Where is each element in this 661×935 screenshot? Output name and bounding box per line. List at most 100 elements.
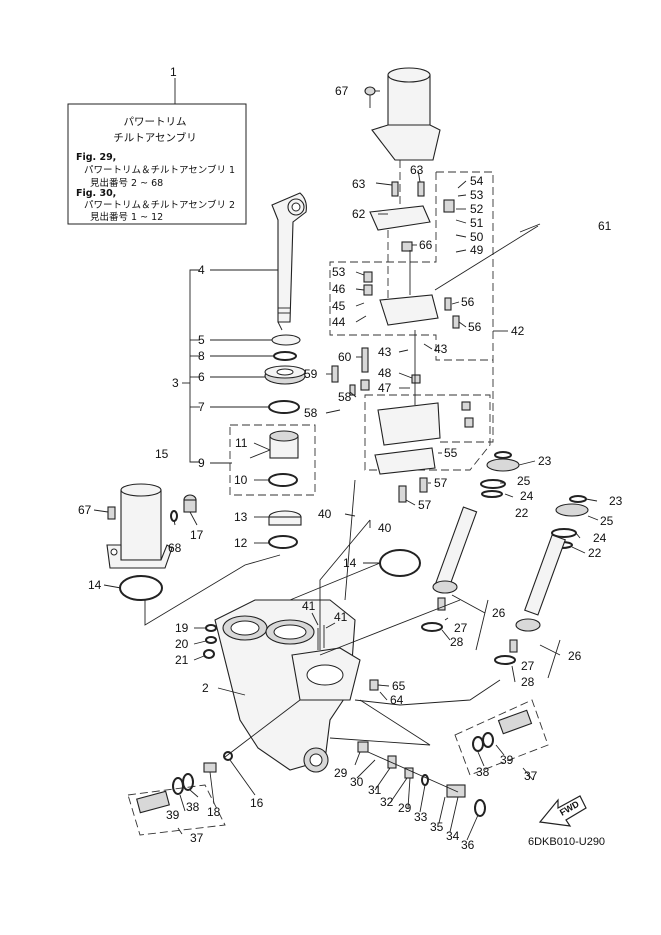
fwd-arrow: FWD bbox=[538, 795, 587, 827]
callout-45: 45 bbox=[332, 299, 346, 313]
callout-34: 34 bbox=[446, 829, 460, 843]
callout-53-left: 53 bbox=[332, 265, 346, 279]
callout-63-right: 63 bbox=[410, 163, 424, 177]
callout-59: 59 bbox=[304, 367, 318, 381]
callout-41-left: 41 bbox=[302, 599, 316, 613]
reservoir bbox=[106, 483, 197, 569]
callout-27-left: 27 bbox=[454, 621, 468, 635]
callout-57-top: 57 bbox=[434, 476, 448, 490]
assembly-lines bbox=[144, 160, 539, 793]
callout-60: 60 bbox=[338, 350, 352, 364]
callout-58-left: 58 bbox=[304, 406, 318, 420]
pump-plates bbox=[331, 181, 541, 503]
callout-22-top: 22 bbox=[515, 506, 529, 520]
callout-61: 61 bbox=[598, 219, 612, 233]
callout-31: 31 bbox=[368, 783, 382, 797]
callout-11: 11 bbox=[235, 436, 248, 450]
callout-14-right: 14 bbox=[343, 556, 357, 570]
callout-28-left: 28 bbox=[450, 635, 464, 649]
callout-65: 65 bbox=[392, 679, 406, 693]
callout-9: 9 bbox=[198, 456, 205, 470]
callout-21: 21 bbox=[175, 653, 189, 667]
callout-38-right: 38 bbox=[476, 765, 490, 779]
info-box-ref2-label: Fig. 30, bbox=[76, 188, 116, 199]
callout-29-left: 29 bbox=[334, 766, 348, 780]
callout-37-right: 37 bbox=[524, 769, 538, 783]
callout-37-left: 37 bbox=[190, 831, 204, 845]
callout-4: 4 bbox=[198, 263, 205, 277]
callout-48: 48 bbox=[378, 366, 392, 380]
callout-62: 62 bbox=[352, 207, 366, 221]
callout-63-left: 63 bbox=[352, 177, 366, 191]
callout-40-right: 40 bbox=[378, 521, 392, 535]
callout-39-right: 39 bbox=[500, 753, 514, 767]
callout-15: 15 bbox=[155, 447, 169, 461]
callout-12: 12 bbox=[234, 536, 248, 550]
callout-3: 3 bbox=[172, 376, 179, 390]
callout-43-left: 43 bbox=[378, 345, 392, 359]
callout-50: 50 bbox=[470, 230, 484, 244]
info-box-ref1-range: 見出番号 2 ~ 68 bbox=[90, 177, 163, 189]
callout-56-top: 56 bbox=[461, 295, 475, 309]
callout-24-top: 24 bbox=[520, 489, 534, 503]
callout-numbers: 1 4 5 8 3 6 7 9 11 10 13 12 15 67 68 17 … bbox=[78, 65, 623, 852]
callout-16: 16 bbox=[250, 796, 264, 810]
tilt-rod bbox=[271, 192, 307, 323]
callout-44: 44 bbox=[332, 315, 346, 329]
callout-51: 51 bbox=[470, 216, 484, 230]
diagram-code: 6DKB010-U290 bbox=[528, 836, 605, 848]
callout-24-bottom: 24 bbox=[593, 531, 607, 545]
callout-58-right: 58 bbox=[338, 390, 352, 404]
callout-66: 66 bbox=[419, 238, 433, 252]
info-box-ref2-name: パワートリム＆チルトアセンブリ 2 bbox=[84, 199, 235, 211]
callout-64: 64 bbox=[390, 693, 404, 707]
callout-25-top: 25 bbox=[517, 474, 531, 488]
info-box: パワートリム チルトアセンブリ Fig. 29, パワートリム＆チルトアセンブリ… bbox=[67, 78, 247, 225]
main-body bbox=[214, 599, 361, 773]
callout-10: 10 bbox=[234, 473, 248, 487]
callout-40-left: 40 bbox=[318, 507, 332, 521]
callout-18: 18 bbox=[207, 805, 221, 819]
info-box-title-line1: パワートリム bbox=[124, 116, 187, 128]
callout-67-left: 67 bbox=[78, 503, 92, 517]
callout-67-top: 67 bbox=[335, 84, 349, 98]
callout-27-right: 27 bbox=[521, 659, 535, 673]
callout-52: 52 bbox=[470, 202, 484, 216]
callout-2: 2 bbox=[202, 681, 209, 695]
callout-19: 19 bbox=[175, 621, 189, 635]
callout-41-right: 41 bbox=[334, 610, 348, 624]
callout-38-left: 38 bbox=[186, 800, 200, 814]
callout-28-right: 28 bbox=[521, 675, 535, 689]
callout-39-left: 39 bbox=[166, 808, 180, 822]
group-3-bracket bbox=[182, 269, 200, 463]
callout-36: 36 bbox=[461, 838, 475, 852]
callout-5: 5 bbox=[198, 333, 205, 347]
callout-20: 20 bbox=[175, 637, 189, 651]
callout-68: 68 bbox=[168, 541, 182, 555]
callout-42: 42 bbox=[511, 324, 525, 338]
info-box-ref2-range: 見出番号 1 ~ 12 bbox=[90, 211, 163, 223]
callout-46: 46 bbox=[332, 282, 346, 296]
callout-6: 6 bbox=[198, 370, 205, 384]
callout-13: 13 bbox=[234, 510, 248, 524]
callout-55: 55 bbox=[444, 446, 458, 460]
callout-26-left: 26 bbox=[492, 606, 506, 620]
callout-8: 8 bbox=[198, 349, 205, 363]
callout-23-bottom: 23 bbox=[609, 494, 623, 508]
group-outlines bbox=[127, 171, 549, 836]
motor-assembly bbox=[364, 67, 441, 161]
callout-49: 49 bbox=[470, 243, 484, 257]
callout-56-bottom: 56 bbox=[468, 320, 482, 334]
callout-1: 1 bbox=[170, 65, 177, 79]
callout-14-left: 14 bbox=[88, 578, 102, 592]
callout-33: 33 bbox=[414, 810, 428, 824]
info-box-ref1-label: Fig. 29, bbox=[76, 152, 116, 163]
callout-26-right: 26 bbox=[568, 649, 582, 663]
callout-53-right: 53 bbox=[470, 188, 484, 202]
rod-seals bbox=[249, 334, 306, 549]
leader-lines bbox=[93, 90, 599, 841]
info-box-ref1-name: パワートリム＆チルトアセンブリ 1 bbox=[84, 164, 235, 176]
callout-25-bottom: 25 bbox=[600, 514, 614, 528]
